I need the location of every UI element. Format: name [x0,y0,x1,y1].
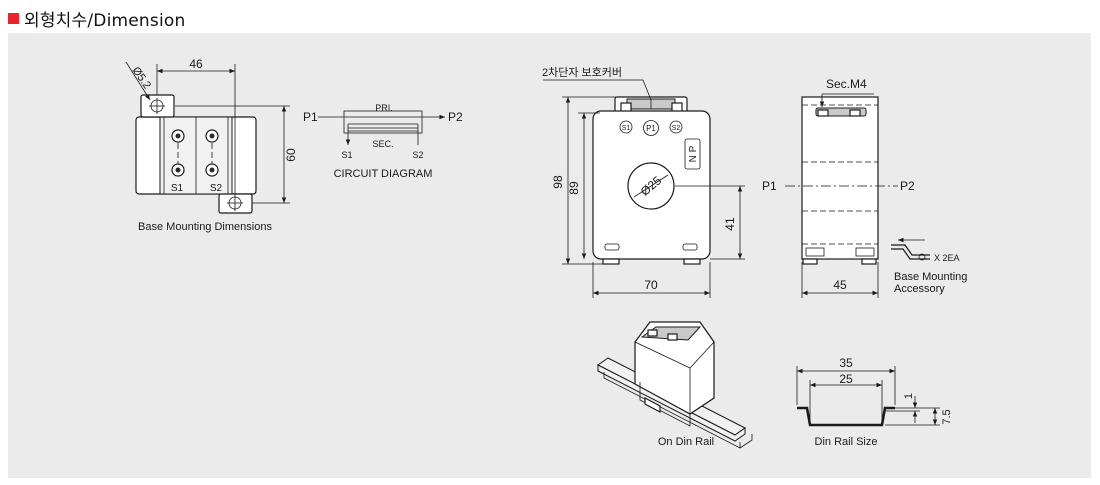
circuit-sec-label: SEC. [372,139,393,149]
accessory-drawing: X 2EA Base Mounting Accessory [891,237,967,295]
circuit-p2-label: P2 [448,110,463,124]
dim-45-label: 45 [833,278,847,292]
dim-89-label: 89 [567,181,581,195]
dim-35-label: 35 [839,356,853,370]
circuit-caption: CIRCUIT DIAGRAM [334,168,433,180]
cover-label: 2차단자 보호커버 [542,66,622,79]
terminal-screws [171,129,219,177]
dim-70-label: 70 [644,278,658,292]
circuit-pri-label: PRI. [375,103,393,113]
s2-label: S2 [210,183,223,194]
side-view-drawing: P1 P2 Sec.M4 45 [762,77,915,298]
np-label: N P [688,145,699,162]
circuit-diagram: P1 P2 PRI. SEC. S1 S2 CIRCUIT DIAGRAM [303,103,463,180]
accessory-caption-1: Base Mounting [894,271,967,283]
dim-60-label: 60 [284,148,298,162]
circuit-p1-label: P1 [303,110,318,124]
front-view-drawing: 2차단자 보호커버 S1 P1 S2 N P Ø25 98 89 41 [542,66,745,298]
sec-m4-label: Sec.M4 [826,77,867,91]
front-p1-label: P1 [646,124,656,133]
base-mounting-caption: Base Mounting Dimensions [138,221,272,233]
section-header: 외형치수/Dimension [8,6,186,31]
side-p1-label: P1 [762,179,777,193]
din-rail-mount-drawing: On Din Rail [597,321,753,449]
circuit-s1-label: S1 [341,150,352,160]
red-square-icon [8,12,19,24]
front-s1-label: S1 [622,125,631,132]
accessory-caption-2: Accessory [894,283,945,295]
side-p2-label: P2 [900,179,915,193]
front-s2-label: S2 [672,125,681,132]
circuit-s2-label: S2 [412,150,423,160]
hole-dia-label: Ø5.2 [130,65,154,91]
dim-25-label: 25 [839,372,853,386]
on-din-rail-caption: On Din Rail [658,436,714,448]
din-rail-size-drawing: 35 25 1 7.5 Din Rail Size [796,356,953,448]
dim-46-label: 46 [189,57,203,71]
accessory-qty-label: X 2EA [934,253,960,263]
din-rail-size-caption: Din Rail Size [815,436,878,448]
dim-41-label: 41 [723,217,737,231]
dim-7-5-label: 7.5 [941,409,953,424]
section-title: 외형치수/Dimension [24,10,186,31]
s1-label: S1 [171,183,184,194]
base-mounting-drawing: 46 Ø5.2 60 S1 S2 Base Mounting Dimension… [125,57,298,233]
dim-98-label: 98 [551,175,565,189]
dim-1-label: 1 [903,393,915,399]
drawing-panel [8,33,1091,478]
